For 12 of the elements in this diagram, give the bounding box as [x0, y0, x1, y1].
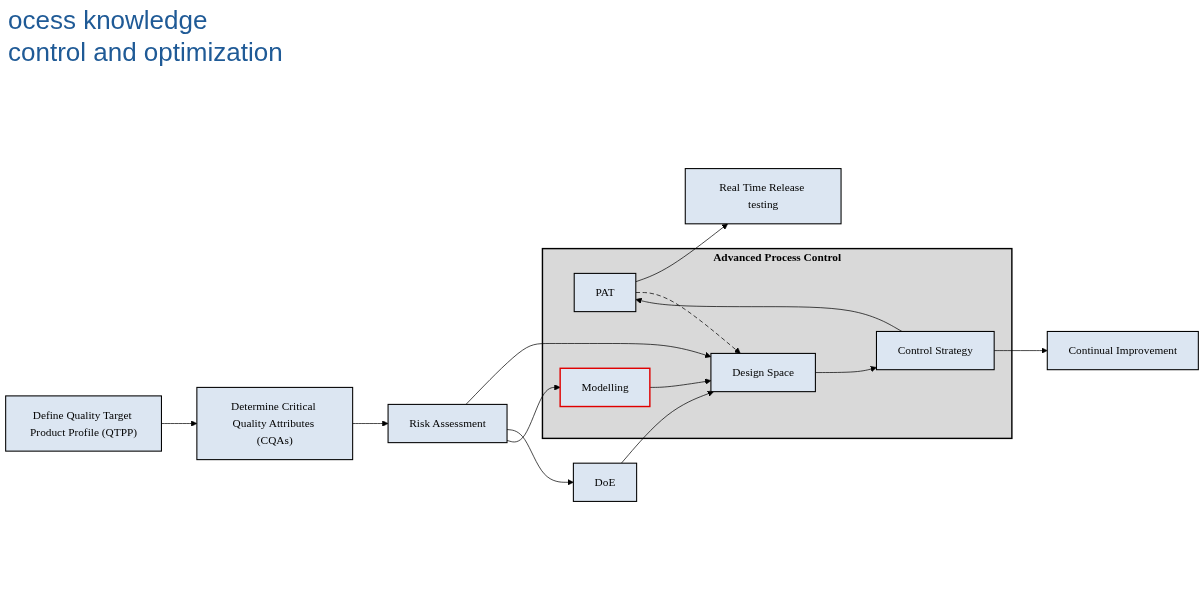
node-box: DoE: [572, 462, 638, 502]
node-box: Define Quality Target Product Profile (QTPP): [5, 395, 162, 452]
node-box: Control Strategy: [875, 330, 995, 371]
node-box: Risk Assessment: [387, 403, 508, 444]
node-box: PAT: [573, 272, 637, 313]
heading-text: ocess knowledge: [8, 4, 209, 36]
node-box: Determine Critical Quality Attributes (CQAs): [196, 386, 354, 461]
heading-text: control and optimization: [8, 36, 283, 68]
node-box: Design Space: [710, 352, 816, 393]
node-box: Continual Improvement: [1046, 330, 1199, 371]
node-box: Real Time Release testing: [684, 168, 842, 225]
node-box: Modelling: [559, 367, 651, 408]
